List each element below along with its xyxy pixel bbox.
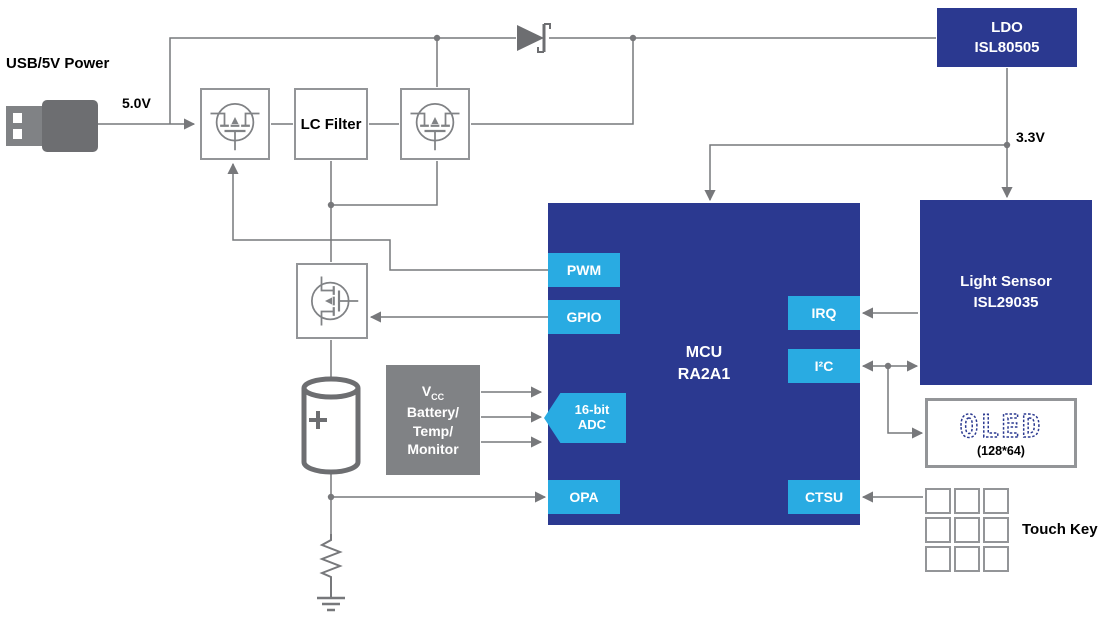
peripheral-irq: IRQ (788, 296, 860, 330)
battery-icon (301, 376, 361, 475)
junction-dot (327, 201, 335, 209)
ldo-part: ISL80505 (974, 38, 1040, 56)
touch-key-cell (983, 517, 1009, 543)
touch-key-cell (954, 546, 980, 572)
touch-key-cell (925, 488, 951, 514)
peripheral-i2c: I²C (788, 349, 860, 383)
usb-power-label: USB/5V Power (6, 55, 110, 72)
vmon-line2: Temp/ (412, 422, 454, 439)
resistor-icon (319, 534, 343, 597)
peripheral-gpio: GPIO (548, 300, 620, 334)
touch-key-cell (954, 517, 980, 543)
mosfet2-box (400, 88, 470, 160)
vmon-line3: Monitor (407, 440, 459, 457)
light-sensor-name: Light Sensor (960, 273, 1052, 291)
junction-dot (1003, 141, 1011, 149)
lc-filter-label: LC Filter (300, 115, 362, 133)
ldo-block: LDO ISL80505 (937, 8, 1077, 67)
touch-key-cell (983, 488, 1009, 514)
lc-filter-box: LC Filter (294, 88, 368, 160)
junction-dot (433, 34, 441, 42)
ldo-name: LDO (991, 19, 1023, 36)
wire-lcout-to-mosfet2-bottom (331, 161, 438, 206)
touch-key-cell (925, 546, 951, 572)
mosfet-icon (304, 273, 360, 329)
vmon-line1: Battery/ (406, 404, 460, 421)
junction-dot (327, 493, 335, 501)
wire-3v3-to-mcu (704, 144, 1007, 202)
oled-resolution: (128*64) (977, 444, 1025, 458)
junction-dot (884, 362, 892, 370)
mosfet3-box (296, 263, 368, 339)
peripheral-pwm: PWM (548, 253, 620, 287)
junction-dot (629, 34, 637, 42)
wire-pwm-to-mosfet1-gate (227, 162, 548, 271)
wire-rectified-to-mosfet2 (471, 38, 634, 125)
light-sensor-part: ISL29035 (973, 293, 1039, 311)
light-sensor-block: Light Sensor ISL29035 (920, 200, 1092, 385)
diode-icon (517, 23, 551, 53)
3v3-label: 3.3V (1016, 129, 1045, 145)
touch-key-cell (954, 488, 980, 514)
mosfet-icon (207, 96, 263, 152)
oled-display-text: OLED (960, 409, 1043, 445)
peripheral-ctsu: CTSU (788, 480, 860, 514)
5v-label: 5.0V (122, 95, 151, 111)
touch-key-cell (983, 546, 1009, 572)
mcu-name: MCU (685, 344, 723, 362)
touch-key-label: Touch Key (1022, 521, 1098, 538)
touch-key-cell (925, 517, 951, 543)
ground-icon (317, 596, 345, 612)
mcu-part: RA2A1 (677, 366, 731, 383)
peripheral-opa: OPA (548, 480, 620, 514)
mosfet1-box (200, 88, 270, 160)
oled-display-icon: OLED (959, 408, 1043, 446)
mosfet-icon (407, 96, 463, 152)
oled-block: OLED (128*64) (925, 398, 1077, 468)
vmon-vcc: VCC (421, 382, 445, 402)
wire-i2c-to-oled (887, 366, 924, 439)
vmon-block: VCC Battery/ Temp/ Monitor (386, 365, 480, 475)
usb-icon (6, 100, 98, 152)
touch-keypad (925, 488, 1009, 572)
